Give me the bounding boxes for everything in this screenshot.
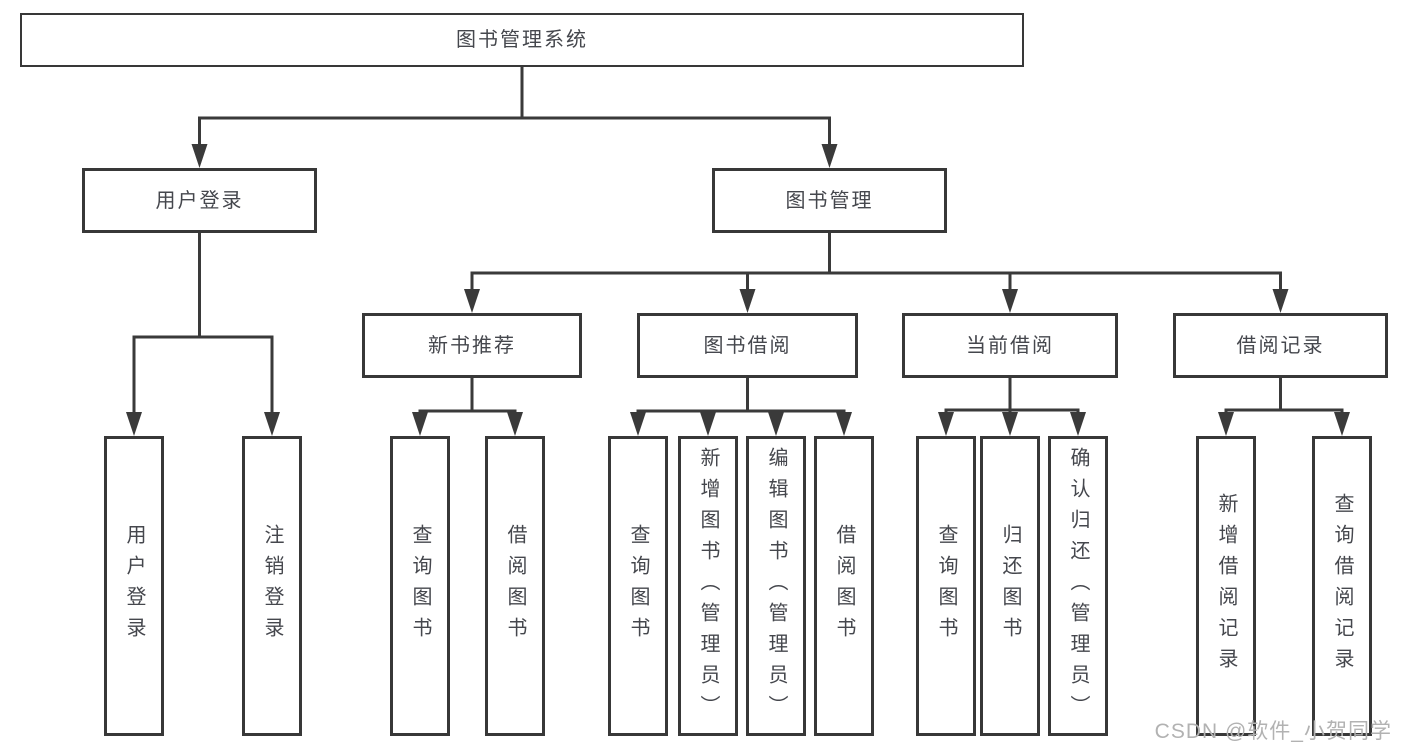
node-label: 新增借阅记录: [1215, 493, 1237, 679]
arrowhead-down-icon: [630, 412, 646, 436]
arrowhead-down-icon: [1002, 289, 1018, 313]
node-leaf-logout: 注销登录: [242, 436, 302, 736]
node-leaf-query-record: 查询借阅记录: [1312, 436, 1372, 736]
node-label: 归还图书: [999, 524, 1021, 648]
node-root: 图书管理系统: [20, 13, 1024, 67]
node-label: 图书管理: [785, 189, 874, 212]
node-book-borrow: 图书借阅: [637, 313, 858, 378]
node-label: 用户登录: [123, 524, 145, 648]
arrowhead-down-icon: [739, 289, 756, 313]
node-leaf-query-book-2: 查询图书: [608, 436, 668, 736]
node-label: 借阅图书: [504, 524, 526, 648]
arrowhead-down-icon: [938, 412, 954, 436]
node-label: 借阅记录: [1236, 334, 1325, 357]
node-current-borrow: 当前借阅: [902, 313, 1118, 378]
arrowhead-down-icon: [700, 412, 716, 436]
arrowhead-down-icon: [507, 412, 523, 436]
node-new-book-rec: 新书推荐: [362, 313, 582, 378]
arrowhead-down-icon: [1218, 412, 1234, 436]
node-leaf-add-record: 新增借阅记录: [1196, 436, 1256, 736]
node-label: 查询图书: [627, 524, 649, 648]
arrowhead-down-icon: [836, 412, 852, 436]
node-label: 编辑图书（管理员）: [765, 446, 787, 726]
node-leaf-borrow-book-1: 借阅图书: [485, 436, 545, 736]
arrowhead-down-icon: [464, 289, 480, 313]
node-leaf-user-login: 用户登录: [104, 436, 164, 736]
csdn-watermark: CSDN @软件_小贺同学: [1154, 720, 1392, 743]
arrowhead-down-icon: [264, 412, 280, 436]
node-leaf-query-book-1: 查询图书: [390, 436, 450, 736]
arrowhead-down-icon: [1272, 289, 1289, 313]
arrowhead-down-icon: [821, 144, 838, 168]
arrowhead-down-icon: [191, 144, 208, 168]
node-label: 新增图书（管理员）: [697, 446, 719, 726]
node-leaf-query-book-3: 查询图书: [916, 436, 976, 736]
node-label: 图书管理系统: [456, 29, 588, 51]
arrowhead-down-icon: [768, 412, 784, 436]
node-book-mgmt: 图书管理: [712, 168, 947, 233]
arrowhead-down-icon: [1070, 412, 1086, 436]
node-label: 当前借阅: [966, 334, 1054, 357]
node-label: 确认归还（管理员）: [1067, 446, 1089, 726]
node-label: 借阅图书: [833, 524, 855, 648]
arrowhead-down-icon: [1334, 412, 1350, 436]
node-label: 图书借阅: [703, 334, 792, 357]
node-leaf-return-book: 归还图书: [980, 436, 1040, 736]
node-borrow-record: 借阅记录: [1173, 313, 1388, 378]
arrowhead-down-icon: [412, 412, 428, 436]
node-leaf-edit-book: 编辑图书（管理员）: [746, 436, 806, 736]
arrowhead-down-icon: [1002, 412, 1018, 436]
node-label: 查询图书: [935, 524, 957, 648]
node-user-login: 用户登录: [82, 168, 317, 233]
node-label: 新书推荐: [428, 334, 516, 357]
node-leaf-confirm-return: 确认归还（管理员）: [1048, 436, 1108, 736]
node-leaf-add-book: 新增图书（管理员）: [678, 436, 738, 736]
node-leaf-borrow-book-2: 借阅图书: [814, 436, 874, 736]
node-label: 查询图书: [409, 524, 431, 648]
arrowhead-down-icon: [126, 412, 142, 436]
node-label: 查询借阅记录: [1331, 493, 1353, 679]
node-label: 用户登录: [155, 189, 244, 212]
node-label: 注销登录: [261, 524, 283, 648]
